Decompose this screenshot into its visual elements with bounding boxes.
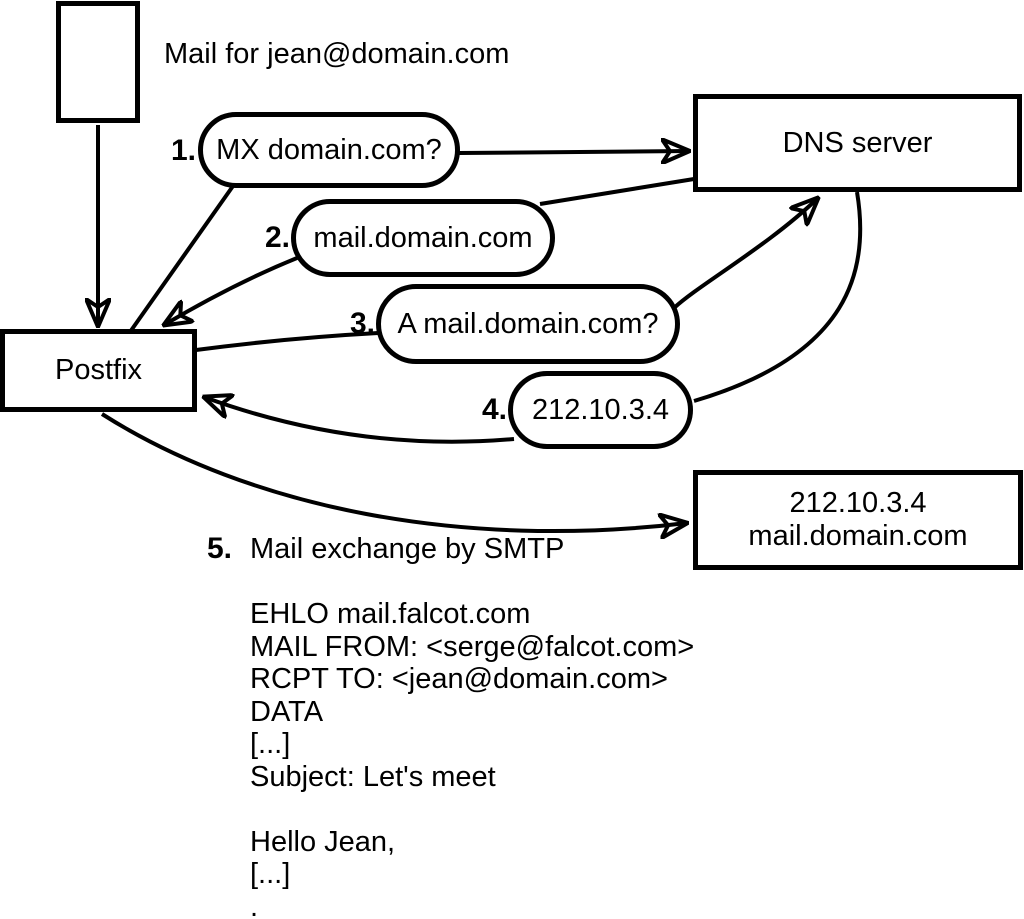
mail-server-hostname: mail.domain.com xyxy=(748,520,968,552)
postfix-node: Postfix xyxy=(0,329,197,412)
answer-pill-a-label: 212.10.3.4 xyxy=(531,393,670,426)
line-postfix-to-mx-query xyxy=(128,184,235,334)
arrow-mx-query-to-dns xyxy=(458,151,689,153)
line-dns-to-mx-answer xyxy=(539,177,695,206)
step-number-4: 4. xyxy=(481,393,507,426)
mail-server-ip: 212.10.3.4 xyxy=(789,487,927,519)
step-label-5: Mail exchange by SMTP xyxy=(250,533,565,565)
answer-pill-mx: mail.domain.com xyxy=(291,199,555,277)
answer-pill-mx-label: mail.domain.com xyxy=(313,221,533,254)
dns-server-label: DNS server xyxy=(782,126,933,159)
line-postfix-to-a-query xyxy=(195,331,379,352)
query-pill-a: A mail.domain.com? xyxy=(376,284,680,364)
arrow-mx-answer-to-postfix xyxy=(164,256,298,325)
step-number-3: 3. xyxy=(349,307,375,340)
arrow-a-query-to-dns xyxy=(672,198,818,310)
message-box xyxy=(56,1,140,123)
mail-server-node: 212.10.3.4 mail.domain.com xyxy=(693,470,1023,570)
query-pill-mx: MX domain.com? xyxy=(198,112,460,188)
query-pill-mx-label: MX domain.com? xyxy=(216,133,442,166)
postfix-label: Postfix xyxy=(54,354,143,386)
line-dns-to-a-answer xyxy=(693,191,863,403)
mail-note: Mail for jean@domain.com xyxy=(164,38,510,70)
step-number-5: 5. xyxy=(206,532,232,565)
query-pill-a-label: A mail.domain.com? xyxy=(397,307,659,340)
arrow-a-answer-to-postfix xyxy=(204,397,515,444)
smtp-session-text: EHLO mail.falcot.com MAIL FROM: <serge@f… xyxy=(250,598,695,919)
step-number-1: 1. xyxy=(170,134,196,167)
dns-server-node: DNS server xyxy=(693,94,1022,192)
step-number-2: 2. xyxy=(264,221,290,254)
answer-pill-a: 212.10.3.4 xyxy=(508,371,693,449)
mail-server-label: 212.10.3.4 mail.domain.com xyxy=(748,487,967,553)
arrow-smtp-to-mail-server xyxy=(100,412,687,531)
